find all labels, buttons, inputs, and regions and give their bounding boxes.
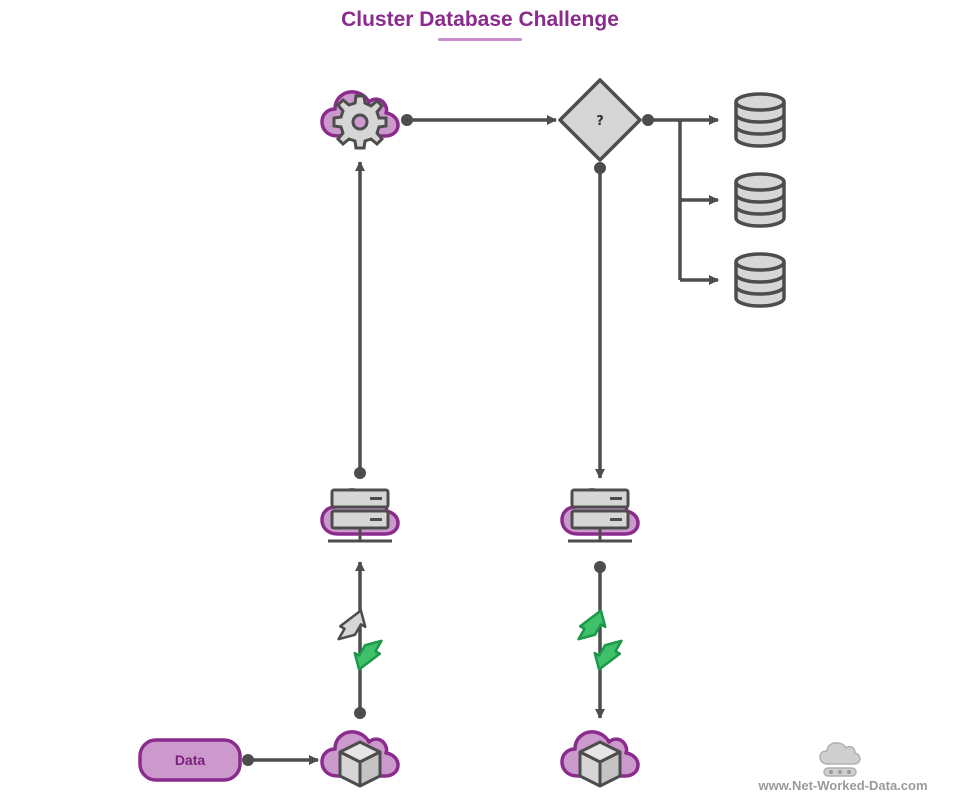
database-node-3[interactable]	[734, 252, 786, 308]
database-icon	[734, 92, 786, 148]
database-node-1[interactable]	[734, 92, 786, 148]
sync-arrows-icon-right	[577, 609, 623, 671]
server-icon	[328, 488, 392, 543]
data-pill	[138, 738, 242, 782]
connectors	[242, 114, 719, 766]
cloud-cube-node-right[interactable]	[560, 730, 640, 788]
cloud-gear-node[interactable]	[320, 90, 400, 150]
data-node[interactable]: Data	[138, 738, 242, 782]
watermark-text[interactable]: www.Net-Worked-Data.com	[758, 778, 928, 793]
gear-icon	[332, 94, 388, 150]
decision-label: ?	[596, 114, 604, 129]
title-underline	[438, 38, 522, 41]
cube-icon	[338, 740, 382, 788]
cloud-server-node-right[interactable]	[560, 488, 640, 543]
database-icon	[734, 252, 786, 308]
cloud-server-node-left[interactable]	[320, 488, 400, 543]
decision-diamond-icon	[558, 78, 642, 162]
cube-icon	[578, 740, 622, 788]
sync-arrows-icon-left	[337, 609, 383, 671]
cloud-cube-node-left[interactable]	[320, 730, 400, 788]
database-node-2[interactable]	[734, 172, 786, 228]
decision-node[interactable]: ?	[558, 78, 642, 162]
page-title: Cluster Database Challenge	[341, 8, 619, 31]
data-label: Data	[175, 752, 206, 768]
server-icon	[568, 488, 632, 543]
cloud-logo-icon	[819, 742, 861, 777]
database-icon	[734, 172, 786, 228]
